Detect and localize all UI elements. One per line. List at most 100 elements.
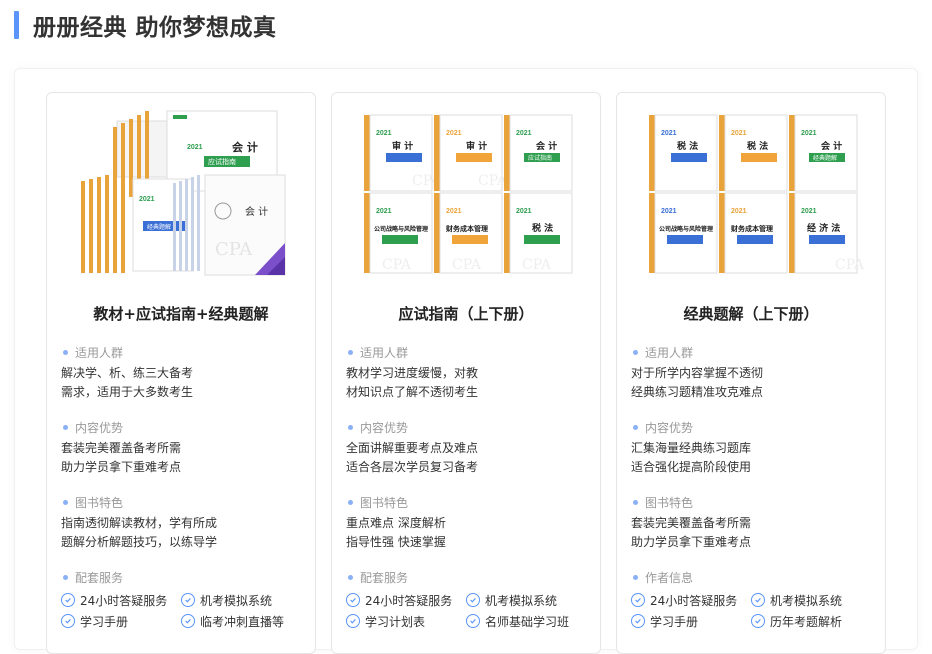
service-item: 临考冲刺直播等 (181, 612, 301, 630)
section-line: 题解分析解题技巧，以练导学 (61, 535, 218, 549)
svg-text:2021: 2021 (801, 208, 817, 215)
svg-text:经典题解: 经典题解 (813, 154, 837, 162)
bullet-dot-icon (63, 500, 68, 505)
section-line: 解决学、析、练三大备考 (61, 366, 194, 380)
check-circle-icon (751, 593, 765, 607)
section-label: 适用人群 (631, 345, 881, 361)
section-audience: 适用人群 解决学、析、练三大备考 需求，适用于大多数考生 (61, 345, 311, 402)
card-title: 教材+应试指南+经典题解 (93, 305, 269, 323)
page-title: 册册经典 助你梦想成真 (33, 15, 277, 41)
service-item: 24小时答疑服务 (61, 591, 181, 609)
svg-text:税 法: 税 法 (532, 222, 553, 234)
check-circle-icon (466, 593, 480, 607)
svg-text:审 计: 审 计 (466, 140, 487, 152)
service-item: 学习手册 (61, 612, 181, 630)
section-features: 图书特色 重点难点 深度解析 指导性强 快速掌握 (346, 495, 596, 552)
bullet-dot-icon (633, 425, 638, 430)
bullet-dot-icon (348, 425, 353, 430)
section-line: 助力学员拿下重难考点 (631, 535, 752, 549)
header-accent-bar (14, 11, 19, 39)
bullet-dot-icon (633, 575, 638, 580)
section-line: 需求，适用于大多数考生 (61, 385, 194, 399)
section-advantages: 内容优势 套装完美覆盖备考所需 助力学员拿下重难考点 (61, 420, 311, 477)
service-item: 名师基础学习班 (466, 612, 586, 630)
bullet-dot-icon (63, 350, 68, 355)
svg-text:应试指南: 应试指南 (208, 157, 236, 166)
bullet-dot-icon (348, 350, 353, 355)
check-circle-icon (61, 614, 75, 628)
book-card-set[interactable]: 2021 会 计 应试指南 2021 经典题解 会 计 CPA (46, 92, 316, 654)
section-label: 内容优势 (631, 420, 881, 436)
section-services: 配套服务 24小时答疑服务 机考模拟系统 学习计划表 名师基础学习班 (346, 570, 596, 630)
cover-subject: 会 计 (232, 140, 258, 154)
check-circle-icon (751, 614, 765, 628)
svg-text:2021: 2021 (516, 130, 532, 137)
section-features: 图书特色 套装完美覆盖备考所需 助力学员拿下重难考点 (631, 495, 881, 552)
section-services: 配套服务 24小时答疑服务 机考模拟系统 学习手册 临考冲刺直播等 (61, 570, 311, 630)
bullet-dot-icon (348, 575, 353, 580)
svg-text:经典题解: 经典题解 (147, 223, 171, 231)
service-item: 机考模拟系统 (751, 591, 871, 609)
svg-text:2021: 2021 (376, 130, 392, 137)
svg-text:CPA: CPA (215, 239, 253, 260)
section-label: 作者信息 (631, 570, 881, 586)
section-label: 配套服务 (61, 570, 311, 586)
section-label: 配套服务 (346, 570, 596, 586)
svg-text:CPA: CPA (478, 173, 508, 189)
section-line: 指南透彻解读教材，学有所成 (61, 516, 218, 530)
service-item: 24小时答疑服务 (631, 591, 751, 609)
section-line: 材知识点了解不透彻考生 (346, 385, 479, 399)
svg-text:经 济 法: 经 济 法 (807, 222, 840, 234)
card-title: 经典题解（上下册） (683, 305, 819, 323)
bullet-dot-icon (63, 575, 68, 580)
section-label: 图书特色 (346, 495, 596, 511)
section-label: 内容优势 (61, 420, 311, 436)
svg-text:2021: 2021 (801, 130, 817, 137)
check-circle-icon (181, 593, 195, 607)
section-advantages: 内容优势 全面讲解重要考点及难点 适合各层次学员复习备考 (346, 420, 596, 477)
section-line: 助力学员拿下重难考点 (61, 460, 182, 474)
service-item: 历年考题解析 (751, 612, 871, 630)
book-exercises-image: 2021 税 法 2021 税 法 2021 会 计 经典题解 2021 公司 (649, 114, 865, 274)
svg-text:财务成本管理: 财务成本管理 (730, 224, 773, 233)
section-line: 汇集海量经典练习题库 (631, 441, 752, 455)
section-line: 套装完美覆盖备考所需 (61, 441, 182, 455)
svg-text:2021: 2021 (187, 144, 203, 151)
section-label: 内容优势 (346, 420, 596, 436)
svg-text:财务成本管理: 财务成本管理 (445, 224, 488, 233)
section-line: 套装完美覆盖备考所需 (631, 516, 752, 530)
section-label: 图书特色 (61, 495, 311, 511)
section-features: 图书特色 指南透彻解读教材，学有所成 题解分析解题技巧，以练导学 (61, 495, 311, 552)
section-label: 适用人群 (61, 345, 311, 361)
book-set-image: 2021 会 计 应试指南 2021 经典题解 会 计 CPA (81, 110, 286, 276)
svg-text:CPA: CPA (522, 257, 552, 273)
svg-text:2021: 2021 (139, 196, 155, 203)
section-label: 图书特色 (631, 495, 881, 511)
section-line: 教材学习进度缓慢，对教 (346, 366, 479, 380)
svg-text:公司战略与风险管理: 公司战略与风险管理 (659, 225, 713, 233)
check-circle-icon (61, 593, 75, 607)
check-circle-icon (181, 614, 195, 628)
check-circle-icon (466, 614, 480, 628)
svg-text:CPA: CPA (382, 257, 412, 273)
service-item: 学习手册 (631, 612, 751, 630)
section-line: 全面讲解重要考点及难点 (346, 441, 479, 455)
svg-text:2021: 2021 (661, 130, 677, 137)
card-title: 应试指南（上下册） (398, 305, 534, 323)
svg-text:会 计: 会 计 (821, 140, 842, 152)
svg-text:公司战略与风险管理: 公司战略与风险管理 (374, 225, 428, 233)
service-item: 机考模拟系统 (466, 591, 586, 609)
section-label: 适用人群 (346, 345, 596, 361)
book-cards-panel: 2021 会 计 应试指南 2021 经典题解 会 计 CPA (14, 68, 918, 654)
svg-text:2021: 2021 (446, 130, 462, 137)
book-card-exercises[interactable]: 2021 税 法 2021 税 法 2021 会 计 经典题解 2021 公司 (616, 92, 886, 654)
svg-text:CPA: CPA (835, 257, 865, 273)
section-advantages: 内容优势 汇集海量经典练习题库 适合强化提高阶段使用 (631, 420, 881, 477)
svg-text:应试指南: 应试指南 (528, 154, 552, 162)
book-card-guide[interactable]: 2021 审 计 CPA 2021 审 计 CPA 2021 会 计 应试指南 (331, 92, 601, 654)
bullet-dot-icon (348, 500, 353, 505)
check-circle-icon (631, 593, 645, 607)
svg-text:税 法: 税 法 (677, 140, 698, 152)
section-author: 作者信息 24小时答疑服务 机考模拟系统 学习手册 历年考题解析 (631, 570, 881, 630)
bullet-dot-icon (633, 500, 638, 505)
